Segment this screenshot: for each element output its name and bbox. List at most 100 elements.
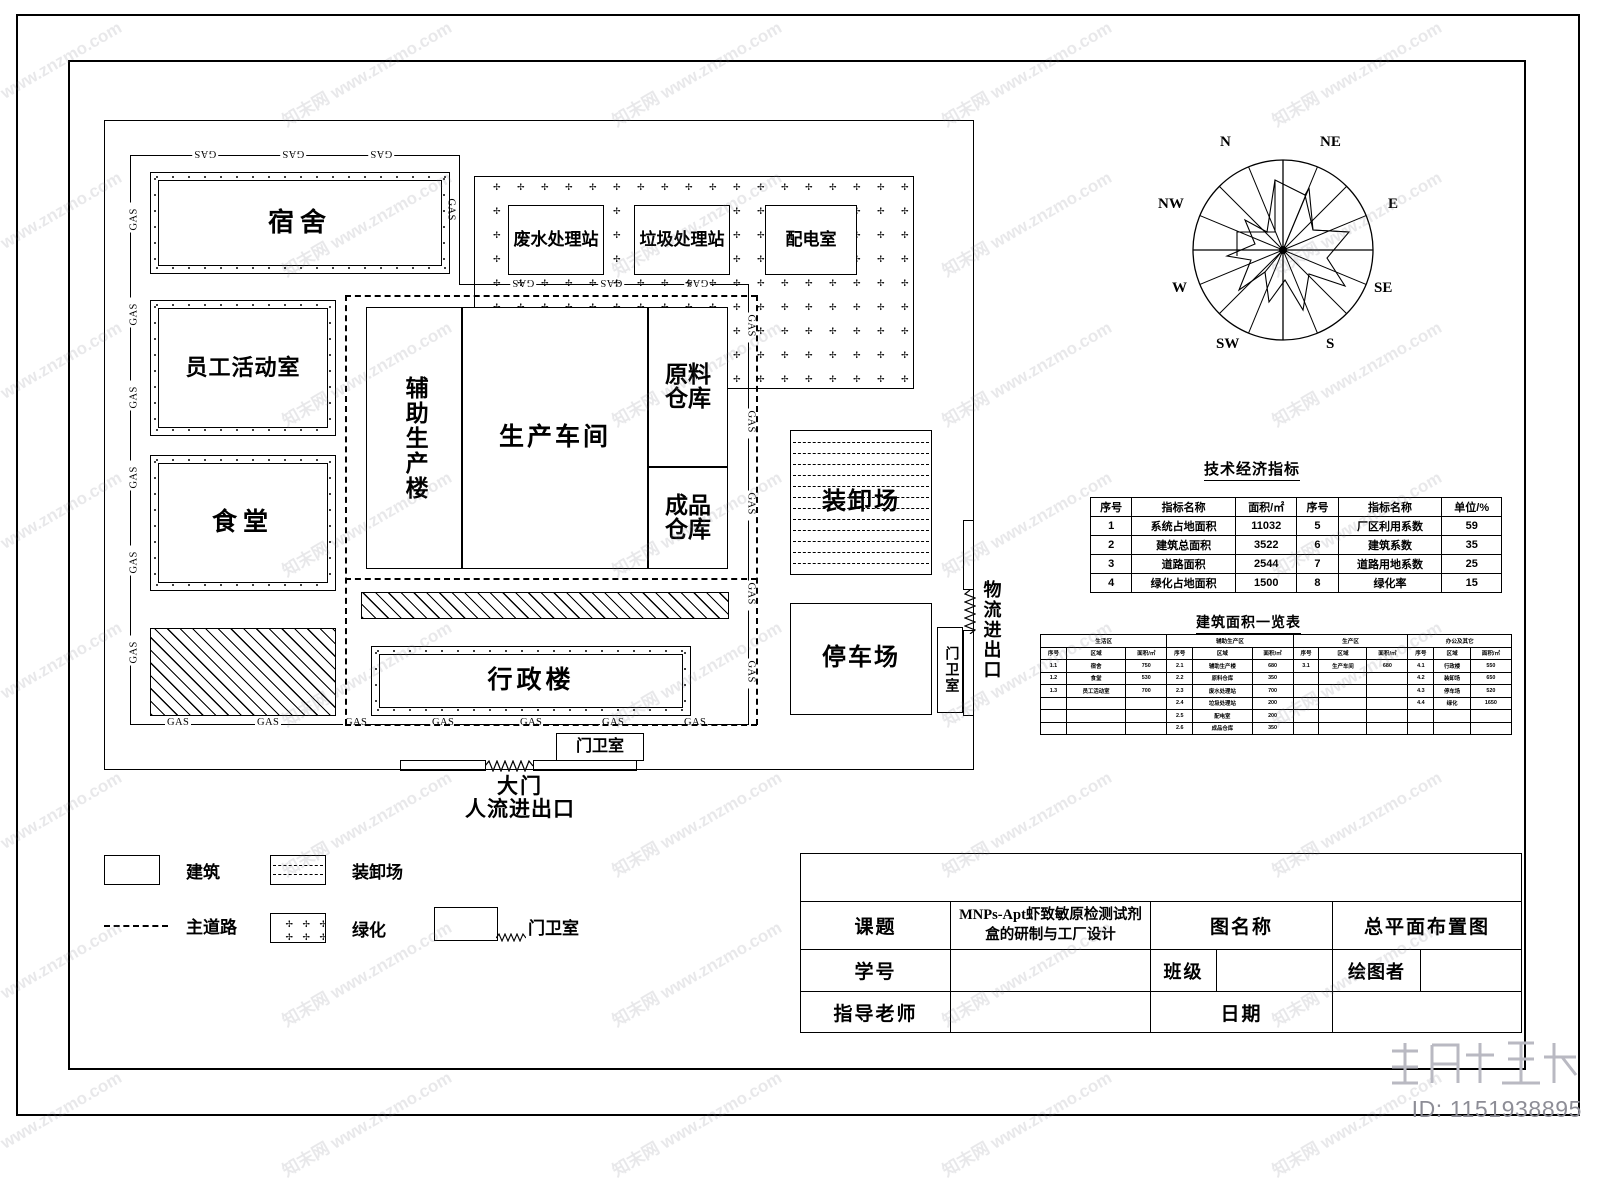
- gas-label: GAS: [682, 717, 709, 728]
- legend-label-green: 绿化: [352, 920, 386, 940]
- area-table-cell: [1469, 709, 1513, 723]
- tech-table-header: 单位/%: [1441, 497, 1502, 517]
- sheet-inner-border: [68, 60, 1526, 1070]
- tech-table-cell: 绿化占地面积: [1131, 573, 1237, 593]
- area-table-cell: 200: [1251, 709, 1294, 723]
- building-label-dorm: 宿舍: [267, 208, 332, 238]
- area-table-cell: [1065, 696, 1127, 710]
- area-table-cell: [1366, 721, 1409, 735]
- building-wastewater[interactable]: [508, 205, 604, 275]
- gate-east-top-bar: [963, 520, 974, 590]
- area-table-cell: 4.3: [1407, 684, 1435, 698]
- guard-house-east[interactable]: [937, 627, 963, 713]
- drawing-id-watermark: ID: 1151938895: [1411, 1096, 1582, 1122]
- area-table-cell: [1065, 721, 1127, 735]
- tech-table-cell: 道路用地系数: [1337, 554, 1443, 574]
- building-finished-warehouse[interactable]: [648, 467, 728, 569]
- legend-row-main-road: 主道路: [104, 913, 237, 938]
- building-label-garbage: 垃圾处理站: [639, 230, 725, 250]
- tech-table-cell: 35: [1441, 535, 1502, 555]
- building-dorm[interactable]: [158, 180, 442, 266]
- building-canteen-wall: [150, 455, 336, 591]
- tech-table-cell: 5: [1296, 516, 1339, 536]
- legend-loading-hatch: [271, 856, 325, 884]
- gas-label: GAS: [128, 460, 140, 491]
- area-table-cell: [1065, 709, 1127, 723]
- wind-rose-dir-nw: NW: [1158, 196, 1184, 212]
- drawer-label: 绘图者: [1333, 950, 1421, 992]
- legend-row-building: 建筑: [104, 855, 220, 885]
- tech-table-cell: 建筑系数: [1337, 535, 1443, 555]
- tech-table-header: 序号: [1089, 497, 1133, 517]
- building-workshop[interactable]: [462, 307, 648, 569]
- wind-rose-diagram: [1192, 159, 1374, 341]
- legend-swatch-loading: [270, 855, 326, 885]
- legend-swatch-green: ✢✢✢✢✢✢: [270, 913, 326, 943]
- date-label: 日期: [1151, 992, 1333, 1033]
- tech-table-cell: 2: [1089, 535, 1133, 555]
- area-table-cell: [1292, 721, 1320, 735]
- wind-rose-dir-w: W: [1172, 280, 1187, 296]
- title-block-top-band: [801, 854, 1521, 902]
- drawer-value[interactable]: [1421, 950, 1521, 992]
- area-table-cell: 1.1: [1040, 659, 1067, 673]
- gas-label: GAS: [745, 658, 757, 689]
- area-table-subheader: 面积/㎡: [1125, 646, 1168, 660]
- area-table-subheader: 面积/㎡: [1251, 646, 1294, 660]
- building-label-staff-room: 员工活动室: [185, 355, 301, 381]
- subject-label: 课题: [801, 902, 951, 950]
- area-table-cell: 2.1: [1166, 659, 1194, 673]
- green-area-southwest: [150, 628, 336, 716]
- area-table-subheader: 区域: [1318, 646, 1368, 660]
- area-table-cell: [1366, 696, 1409, 710]
- building-admin[interactable]: [379, 654, 683, 708]
- area-table-cell: [1292, 671, 1320, 685]
- building-label-canteen: 食堂: [211, 508, 274, 536]
- guard-gate-zigzag-icon: [496, 933, 526, 942]
- tech-table-cell: 4: [1089, 573, 1133, 593]
- building-raw-warehouse[interactable]: [648, 307, 728, 467]
- date-value[interactable]: [1333, 992, 1521, 1033]
- gas-label: GAS: [745, 580, 757, 611]
- building-canteen[interactable]: [158, 463, 328, 583]
- wind-rose-dir-s: S: [1326, 336, 1335, 352]
- tech-table-cell: 系统占地面积: [1131, 516, 1237, 536]
- gate-label: 大门: [497, 773, 543, 798]
- building-power-room[interactable]: [765, 205, 857, 275]
- area-table-cell: 200: [1251, 696, 1294, 710]
- area-table-cell: [1366, 671, 1409, 685]
- building-aux-production[interactable]: [366, 307, 462, 569]
- class-value[interactable]: [1217, 950, 1333, 992]
- legend-label-main-road: 主道路: [186, 918, 237, 937]
- gate-east-symbol: [964, 590, 976, 634]
- tech-table-cell: 建筑总面积: [1131, 535, 1237, 555]
- area-table-cell: 1650: [1469, 696, 1513, 710]
- parking-lot-label: 停车场: [822, 645, 900, 672]
- gas-label: GAS: [128, 380, 140, 411]
- building-label-aux-production: 辅助生产楼: [402, 375, 428, 501]
- people-entrance-label: 人流进出口: [465, 796, 575, 821]
- building-garbage[interactable]: [634, 205, 730, 275]
- gas-label: GAS: [165, 717, 192, 728]
- site-plan: GAS GAS GAS GAS GAS GAS GAS GAS GAS GAS …: [104, 120, 1001, 821]
- loading-yard[interactable]: [790, 430, 932, 575]
- tech-table-cell: 8: [1296, 573, 1339, 593]
- parking-lot[interactable]: [790, 603, 932, 715]
- wind-rose-dir-ne: NE: [1320, 134, 1341, 150]
- building-staff-room[interactable]: [158, 308, 328, 428]
- building-admin-wall: [371, 646, 691, 716]
- area-table-cell: 成品仓库: [1192, 721, 1253, 735]
- area-table-cell: [1318, 696, 1368, 710]
- tech-table-cell: 绿化率: [1337, 573, 1443, 593]
- teacher-label: 指导老师: [801, 992, 951, 1033]
- area-table-cell: 辅助生产楼: [1192, 659, 1253, 673]
- building-label-raw-warehouse: 原料仓库: [665, 361, 711, 411]
- tech-table-cell: 7: [1296, 554, 1339, 574]
- tech-table-cell: 2544: [1235, 554, 1298, 574]
- teacher-value[interactable]: [951, 992, 1151, 1033]
- area-table-cell: 配电室: [1192, 709, 1253, 723]
- student-id-value[interactable]: [951, 950, 1151, 992]
